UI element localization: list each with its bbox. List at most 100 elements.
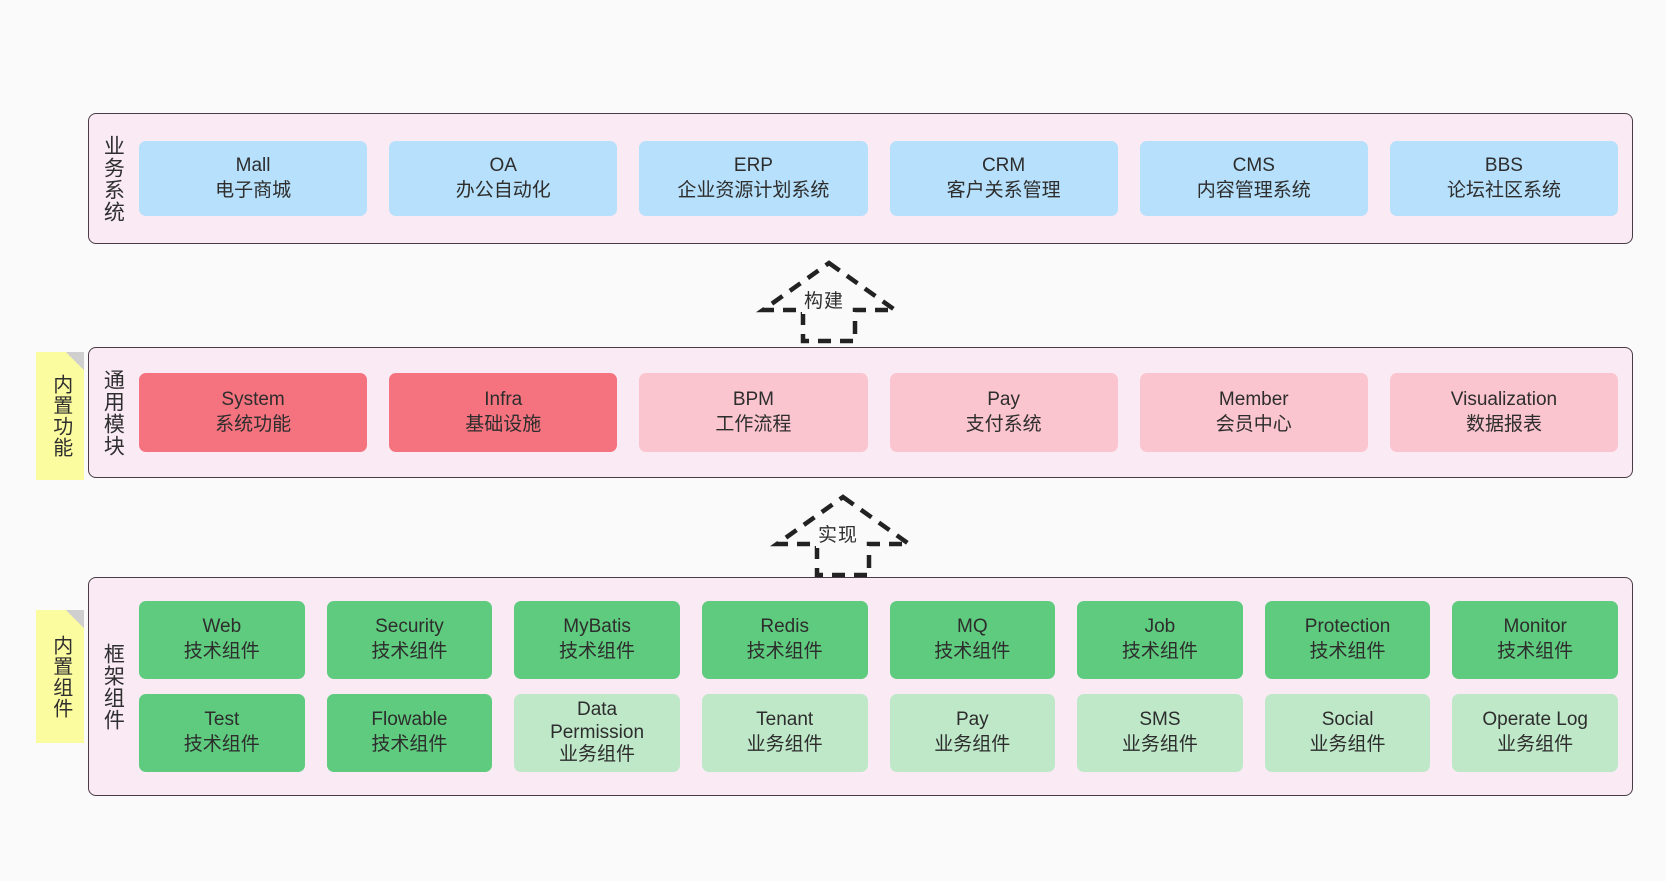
card-subtitle: 技术组件 <box>1309 641 1386 662</box>
sticky-note-label: 内置组件 <box>49 634 72 719</box>
connector-build: 构建 <box>754 258 904 346</box>
card-test[interactable]: Test 技术组件 <box>139 694 305 772</box>
card-subtitle: 技术组件 <box>1121 641 1198 662</box>
card-bpm[interactable]: BPM 工作流程 <box>639 373 868 452</box>
card-bbs[interactable]: BBS 论坛社区系统 <box>1389 141 1619 216</box>
card-subtitle: 技术组件 <box>559 641 636 662</box>
card-operate-log[interactable]: Operate Log 业务组件 <box>1452 694 1618 772</box>
connector-build-label: 构建 <box>802 285 847 314</box>
card-title: OA <box>489 154 517 176</box>
card-subtitle: 数据报表 <box>1465 413 1542 435</box>
card-title: Pay <box>955 709 989 731</box>
card-subtitle: 论坛社区系统 <box>1446 179 1561 201</box>
card-title: Member <box>1218 388 1289 410</box>
card-job[interactable]: Job 技术组件 <box>1077 601 1243 679</box>
card-oa[interactable]: OA 办公自动化 <box>389 141 618 216</box>
layer-framework-components: 框架组件 Web 技术组件 Security 技术组件 MyBatis 技术组件… <box>88 577 1633 796</box>
card-member[interactable]: Member 会员中心 <box>1139 373 1368 452</box>
framework-business-row: Test 技术组件 Flowable 技术组件 Data Permission … <box>139 694 1618 772</box>
card-subtitle: 客户关系管理 <box>946 179 1061 201</box>
card-web[interactable]: Web 技术组件 <box>139 601 305 679</box>
sticky-note-builtin-components: 内置组件 <box>36 610 84 743</box>
card-title: MQ <box>957 616 988 638</box>
card-subtitle: 技术组件 <box>183 734 260 755</box>
common-modules-row: System 系统功能 Infra 基础设施 BPM 工作流程 Pay 支付系统… <box>139 373 1619 452</box>
card-title: Security <box>375 616 444 638</box>
card-subtitle: 业务组件 <box>934 734 1011 755</box>
card-title: Redis <box>760 616 809 638</box>
card-monitor[interactable]: Monitor 技术组件 <box>1452 601 1618 679</box>
card-security[interactable]: Security 技术组件 <box>326 601 493 679</box>
card-title: Web <box>202 616 242 638</box>
layer-title-common-modules: 通用模块 <box>101 368 125 457</box>
card-title: Operate Log <box>1482 709 1588 731</box>
card-title: ERP <box>733 154 773 176</box>
card-title: System <box>221 388 285 410</box>
card-title: Mall <box>235 154 271 176</box>
layer-title-business-systems: 业务系统 <box>101 134 125 223</box>
card-subtitle: 技术组件 <box>934 641 1011 662</box>
layer-title-framework-components: 框架组件 <box>101 642 125 731</box>
card-data-permission[interactable]: Data Permission 业务组件 <box>514 694 680 772</box>
card-subtitle: 工作流程 <box>715 413 792 435</box>
card-subtitle: 会员中心 <box>1215 413 1292 435</box>
framework-tech-row: Web 技术组件 Security 技术组件 MyBatis 技术组件 Redi… <box>139 601 1618 679</box>
card-title: Social <box>1321 709 1374 731</box>
card-subtitle: 技术组件 <box>371 641 448 662</box>
layer-body-business-systems: Mall 电子商城 OA 办公自动化 ERP 企业资源计划系统 CRM 客户关系… <box>135 114 1632 243</box>
card-subtitle: 办公自动化 <box>455 179 551 201</box>
sticky-note-builtin-features: 内置功能 <box>36 352 84 480</box>
card-title: Visualization <box>1450 388 1558 410</box>
card-title: Data Permission <box>550 699 645 743</box>
card-mq[interactable]: MQ 技术组件 <box>889 601 1056 679</box>
card-subtitle: 基础设施 <box>465 413 542 435</box>
card-infra[interactable]: Infra 基础设施 <box>389 373 618 452</box>
build-arrow-shape <box>755 260 903 344</box>
card-title: CMS <box>1232 154 1275 176</box>
card-title: Job <box>1144 616 1176 638</box>
layer-business-systems: 业务系统 Mall 电子商城 OA 办公自动化 ERP 企业资源计划系统 CRM… <box>88 113 1633 244</box>
card-title: Tenant <box>756 709 814 731</box>
card-title: Pay <box>987 388 1020 410</box>
card-title: BPM <box>732 388 775 410</box>
card-protection[interactable]: Protection 技术组件 <box>1264 601 1431 679</box>
card-tenant[interactable]: Tenant 业务组件 <box>701 694 868 772</box>
card-sms[interactable]: SMS 业务组件 <box>1077 694 1243 772</box>
card-visualization[interactable]: Visualization 数据报表 <box>1389 373 1619 452</box>
card-subtitle: 业务组件 <box>746 734 823 755</box>
card-title: Monitor <box>1503 616 1567 638</box>
card-title: SMS <box>1139 709 1181 731</box>
card-mybatis[interactable]: MyBatis 技术组件 <box>514 601 680 679</box>
card-subtitle: 业务组件 <box>1121 734 1198 755</box>
card-social[interactable]: Social 业务组件 <box>1264 694 1431 772</box>
card-crm[interactable]: CRM 客户关系管理 <box>889 141 1118 216</box>
card-title: BBS <box>1484 154 1523 176</box>
card-title: Flowable <box>371 709 448 731</box>
card-subtitle: 业务组件 <box>1497 734 1574 755</box>
card-title: Protection <box>1304 616 1391 638</box>
card-subtitle: 业务组件 <box>1309 734 1386 755</box>
card-subtitle: 技术组件 <box>1497 641 1574 662</box>
card-subtitle: 技术组件 <box>183 641 260 662</box>
card-mall[interactable]: Mall 电子商城 <box>139 141 368 216</box>
card-system[interactable]: System 系统功能 <box>139 373 368 452</box>
card-title: CRM <box>981 154 1026 176</box>
card-subtitle: 系统功能 <box>215 413 292 435</box>
card-pay-component[interactable]: Pay 业务组件 <box>889 694 1056 772</box>
sticky-note-label: 内置功能 <box>49 374 72 458</box>
layer-body-framework-components: Web 技术组件 Security 技术组件 MyBatis 技术组件 Redi… <box>135 578 1632 795</box>
card-redis[interactable]: Redis 技术组件 <box>701 601 868 679</box>
card-subtitle: 企业资源计划系统 <box>677 179 830 201</box>
connector-implement: 实现 <box>768 492 918 580</box>
card-flowable[interactable]: Flowable 技术组件 <box>326 694 493 772</box>
card-subtitle: 电子商城 <box>215 179 292 201</box>
card-cms[interactable]: CMS 内容管理系统 <box>1139 141 1368 216</box>
layer-body-common-modules: System 系统功能 Infra 基础设施 BPM 工作流程 Pay 支付系统… <box>135 348 1632 477</box>
card-title: Infra <box>484 388 523 410</box>
card-title: Test <box>204 709 240 731</box>
card-subtitle: 技术组件 <box>746 641 823 662</box>
card-erp[interactable]: ERP 企业资源计划系统 <box>639 141 868 216</box>
layer-common-modules: 通用模块 System 系统功能 Infra 基础设施 BPM 工作流程 Pay… <box>88 347 1633 478</box>
card-pay-module[interactable]: Pay 支付系统 <box>889 373 1118 452</box>
